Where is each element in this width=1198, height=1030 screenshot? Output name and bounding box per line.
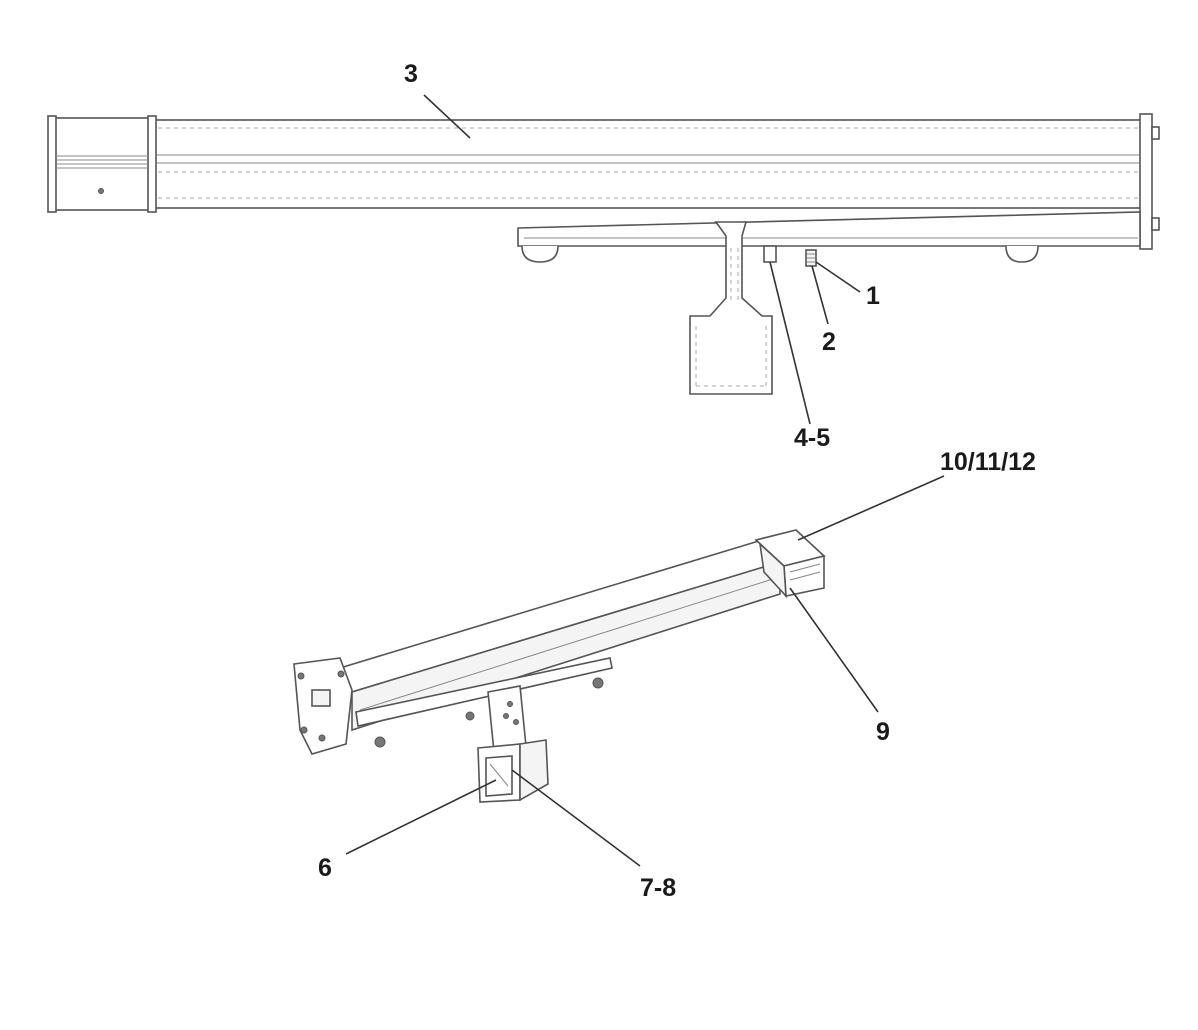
leader-6 [345,779,497,855]
callout-labels: 3 1 2 4-5 10/11/12 9 6 7-8 [318,60,1036,902]
iso-end-plate [293,657,353,755]
leader-10-11-12 [797,475,945,541]
leader-4-5 [769,261,811,425]
callout-7-8: 7-8 [640,874,676,902]
top-view-assembly [47,113,1160,395]
leader-9 [789,587,879,713]
leader-3 [423,94,471,139]
lower-channel [517,211,1141,263]
fitting-4-5 [763,245,777,263]
callout-1: 1 [866,282,880,310]
leader-2 [811,265,829,325]
iso-channel [355,657,613,727]
left-end-sleeve [47,115,157,213]
callout-10-11-12: 10/11/12 [940,448,1036,476]
isometric-assembly [293,529,826,803]
iso-receiver [465,685,549,803]
callout-4-5: 4-5 [794,424,830,452]
callout-3: 3 [404,60,418,88]
leader-lines [345,94,945,867]
tube-end-insert [754,529,826,599]
leader-1 [815,261,861,293]
right-end-plate [1139,113,1160,250]
callout-2: 2 [822,328,836,356]
main-tube [49,119,1149,209]
callout-6: 6 [318,854,332,882]
callout-9: 9 [876,718,890,746]
leader-7-8 [511,769,641,867]
hanger-bracket [689,221,773,395]
